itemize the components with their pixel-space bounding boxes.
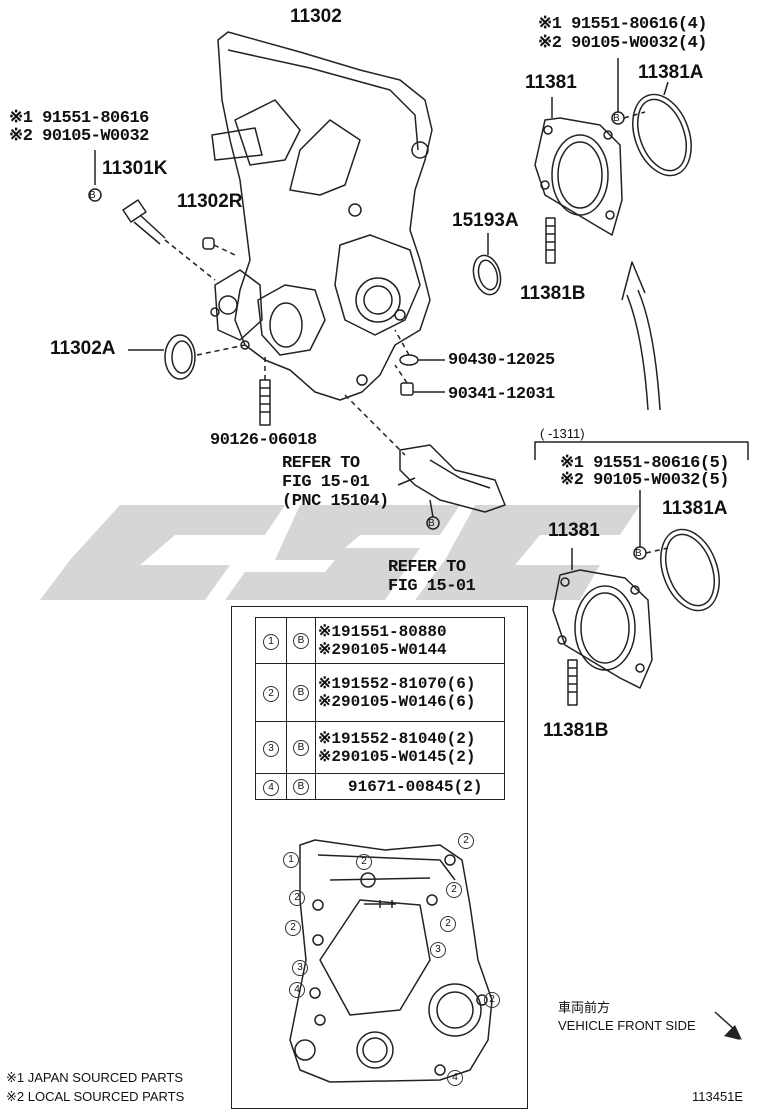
label-11381-mid: 11381 [548,520,600,541]
label-11302: 11302 [290,6,342,27]
part-number: ※290105-W0144 [318,640,447,659]
part-number: 91671-00845(2) [348,777,483,796]
label-11381a-top: 11381A [638,62,704,83]
note-top-1: ※1 91551-80616(4) [538,15,707,34]
label-11302r: 11302R [177,191,243,212]
label-90341-12031: 90341-12031 [448,385,555,404]
row-key: 3 [263,740,279,757]
refer-1-line-2: FIG 15-01 [282,473,370,492]
bolt-symbol-mid-right: B [635,548,642,559]
callout-2: 2 [458,833,474,849]
note-left-2: ※2 90105-W0032 [9,127,149,146]
callout-4: 4 [447,1070,463,1086]
bolt-symbol-strainer: B [428,518,435,529]
label-90430-12025: 90430-12025 [448,351,555,370]
callout-2: 2 [484,992,500,1008]
refer-1-line-3: (PNC 15104) [282,492,389,511]
part-number: ※191551-80880 [318,622,447,641]
label-11381-top: 11381 [525,72,577,93]
part-number: ※290105-W0145(2) [318,747,476,766]
label-90126-06018: 90126-06018 [210,431,317,450]
bolt-symbol: B [293,632,309,649]
timing-cover-outline [217,31,433,401]
row-key: 1 [263,633,279,650]
label-11381b-top: 11381B [520,283,586,304]
part-number: ※290105-W0146(6) [318,692,476,711]
table-row: 4 B 91671-00845(2) [255,773,505,800]
note-top-2: ※2 90105-W0032(4) [538,34,707,53]
bolt-symbol: B [293,739,309,756]
figure-code: 113451E [692,1089,744,1104]
footnote-2: ※2 LOCAL SOURCED PARTS [6,1089,185,1104]
note-left-1: ※1 91551-80616 [9,109,149,128]
refer-2-line-1: REFER TO [388,558,466,577]
bolt-legend-frame [231,606,528,1109]
callout-4: 4 [289,982,305,998]
bolt-symbol: B [293,684,309,701]
table-row: 1 B ※191551-80880※290105-W0144 [255,617,505,664]
note-mid-1: ※1 91551-80616(5) [560,454,729,473]
label-11301k: 11301K [102,158,168,179]
footnote-1: ※1 JAPAN SOURCED PARTS [6,1070,184,1085]
date-range: ( -1311) [540,426,585,441]
part-number: ※191552-81040(2) [318,729,476,748]
callout-2: 2 [356,854,372,870]
note-mid-2: ※2 90105-W0032(5) [560,471,729,490]
bolt-symbol: B [293,778,309,795]
callout-2: 2 [440,916,456,932]
label-11381b-mid: 11381B [543,720,609,741]
direction-en: VEHICLE FRONT SIDE [558,1018,696,1033]
direction-jp: 車両前方 [558,1000,611,1015]
callout-2: 2 [289,890,305,906]
bolt-legend-table: 1 B ※191551-80880※290105-W0144 2 B ※1915… [255,617,505,800]
refer-2-line-2: FIG 15-01 [388,577,476,596]
table-row: 2 B ※191552-81070(6)※290105-W0146(6) [255,663,505,722]
callout-2: 2 [285,920,301,936]
refer-1-line-1: REFER TO [282,454,360,473]
callout-1: 1 [283,852,299,868]
callout-2: 2 [446,882,462,898]
part-number: ※191552-81070(6) [318,674,476,693]
callout-3: 3 [292,960,308,976]
bolt-symbol-left: B [89,190,96,201]
table-row: 3 B ※191552-81040(2)※290105-W0145(2) [255,721,505,774]
label-11381a-mid: 11381A [662,498,728,519]
label-11302a: 11302A [50,338,116,359]
row-key: 4 [263,779,279,796]
callout-3: 3 [430,942,446,958]
row-key: 2 [263,685,279,702]
bolt-symbol-top-right: B [613,113,620,124]
label-15193a: 15193A [452,210,519,231]
